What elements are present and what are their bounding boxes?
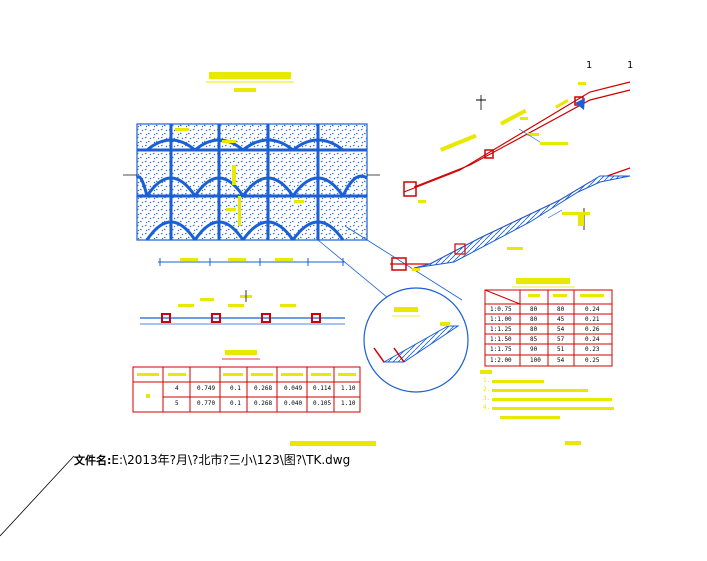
table-cell: 0.21 (585, 316, 600, 323)
file-path-value: E:\2013年?月\?北市?三小\123\图?\TK.dwg (111, 453, 351, 467)
table-cell: 80 (530, 326, 538, 333)
table-cell: 54 (557, 357, 565, 364)
table-cell: 1.10 (341, 400, 356, 407)
note-number: 3. (483, 395, 491, 402)
table-cell: 0.040 (284, 400, 303, 407)
detail-callout (317, 225, 469, 393)
table-cell: 80 (530, 316, 538, 323)
table-cell: 1:1.50 (490, 336, 512, 343)
table-cell: 0.1 (230, 385, 241, 392)
table-cell: 0.749 (197, 385, 216, 392)
table-cell: 1:1.75 (490, 346, 512, 353)
note-number: 2. (483, 386, 491, 393)
table-cell: 0.049 (284, 385, 303, 392)
table-cell: 1:1.25 (490, 326, 512, 333)
table-cell: 0.25 (585, 357, 600, 364)
table-cell: 4 (175, 385, 179, 392)
table-cell: 0.268 (254, 400, 273, 407)
table-cell: 0.24 (585, 306, 600, 313)
table-cell: 5 (175, 400, 179, 407)
table-cell: 0.114 (313, 385, 332, 392)
table-cell: 0.105 (313, 400, 332, 407)
table-cell: 0.1 (230, 400, 241, 407)
drawing-title-bar (290, 441, 581, 446)
table-cell: 0.24 (585, 336, 600, 343)
table-cell: 90 (530, 346, 538, 353)
table-cell: 80 (530, 306, 538, 313)
table-cell: 1:1.00 (490, 316, 512, 323)
file-path-label: 文件名: (74, 454, 112, 467)
table-main (132, 350, 361, 413)
table-cell: 54 (557, 326, 565, 333)
arch-grid-elevation (123, 123, 380, 241)
table-cell: 0.770 (197, 400, 216, 407)
table-cell: 1:0.75 (490, 306, 512, 313)
table-cell: 100 (530, 357, 541, 364)
slope-section-lower (390, 167, 631, 271)
table-cell: 1:2.00 (490, 357, 512, 364)
page-mark-1: 1 (586, 60, 593, 71)
page-mark-2: 1 (627, 60, 634, 71)
table-cell: 1.10 (341, 385, 356, 392)
slope-section-upper (403, 81, 631, 203)
note-number: 1. (483, 377, 491, 384)
table-cell: 51 (557, 346, 565, 353)
plan-section-strip (140, 290, 345, 325)
table-cell: 57 (557, 336, 565, 343)
table-platform (484, 278, 613, 367)
note-number: 4. (483, 404, 491, 411)
elevation-dimension-line (158, 258, 345, 266)
notes-block (480, 370, 614, 419)
table-cell: 80 (557, 306, 565, 313)
table-cell: 0.23 (585, 346, 600, 353)
leader-line (0, 455, 75, 537)
table-cell: 45 (557, 316, 565, 323)
file-path: 文件名:E:\2013年?月\?北市?三小\123\图?\TK.dwg (74, 451, 350, 469)
table-cell: 0.26 (585, 326, 600, 333)
elevation-title (206, 72, 294, 92)
table-cell: 85 (530, 336, 538, 343)
table-cell: 0.268 (254, 385, 273, 392)
